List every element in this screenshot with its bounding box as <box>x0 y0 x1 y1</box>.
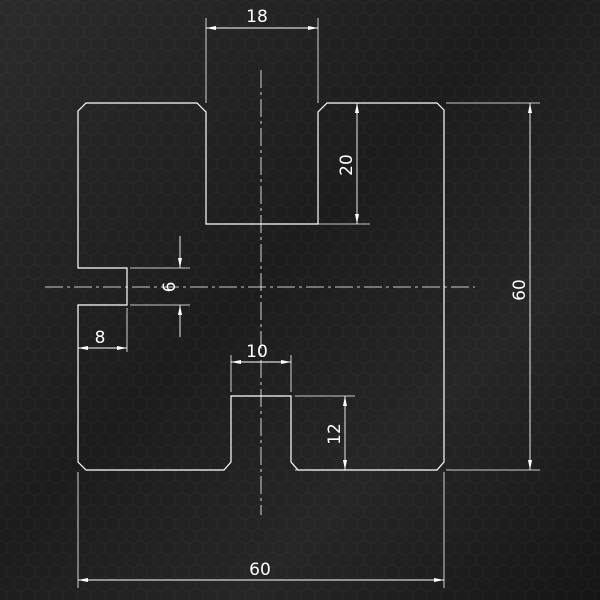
dim-label-bottom-slot-depth: 12 <box>325 423 345 445</box>
dim-label-overall-height: 60 <box>510 279 530 301</box>
dim-label-overall-width: 60 <box>249 560 271 580</box>
dim-label-bottom-slot-width: 10 <box>246 342 268 362</box>
dim-label-top-slot-width: 18 <box>246 7 268 27</box>
dim-label-top-slot-depth: 20 <box>337 154 357 176</box>
dim-label-side-notch-height: 6 <box>160 282 180 293</box>
dim-label-side-notch-depth: 8 <box>95 328 106 348</box>
